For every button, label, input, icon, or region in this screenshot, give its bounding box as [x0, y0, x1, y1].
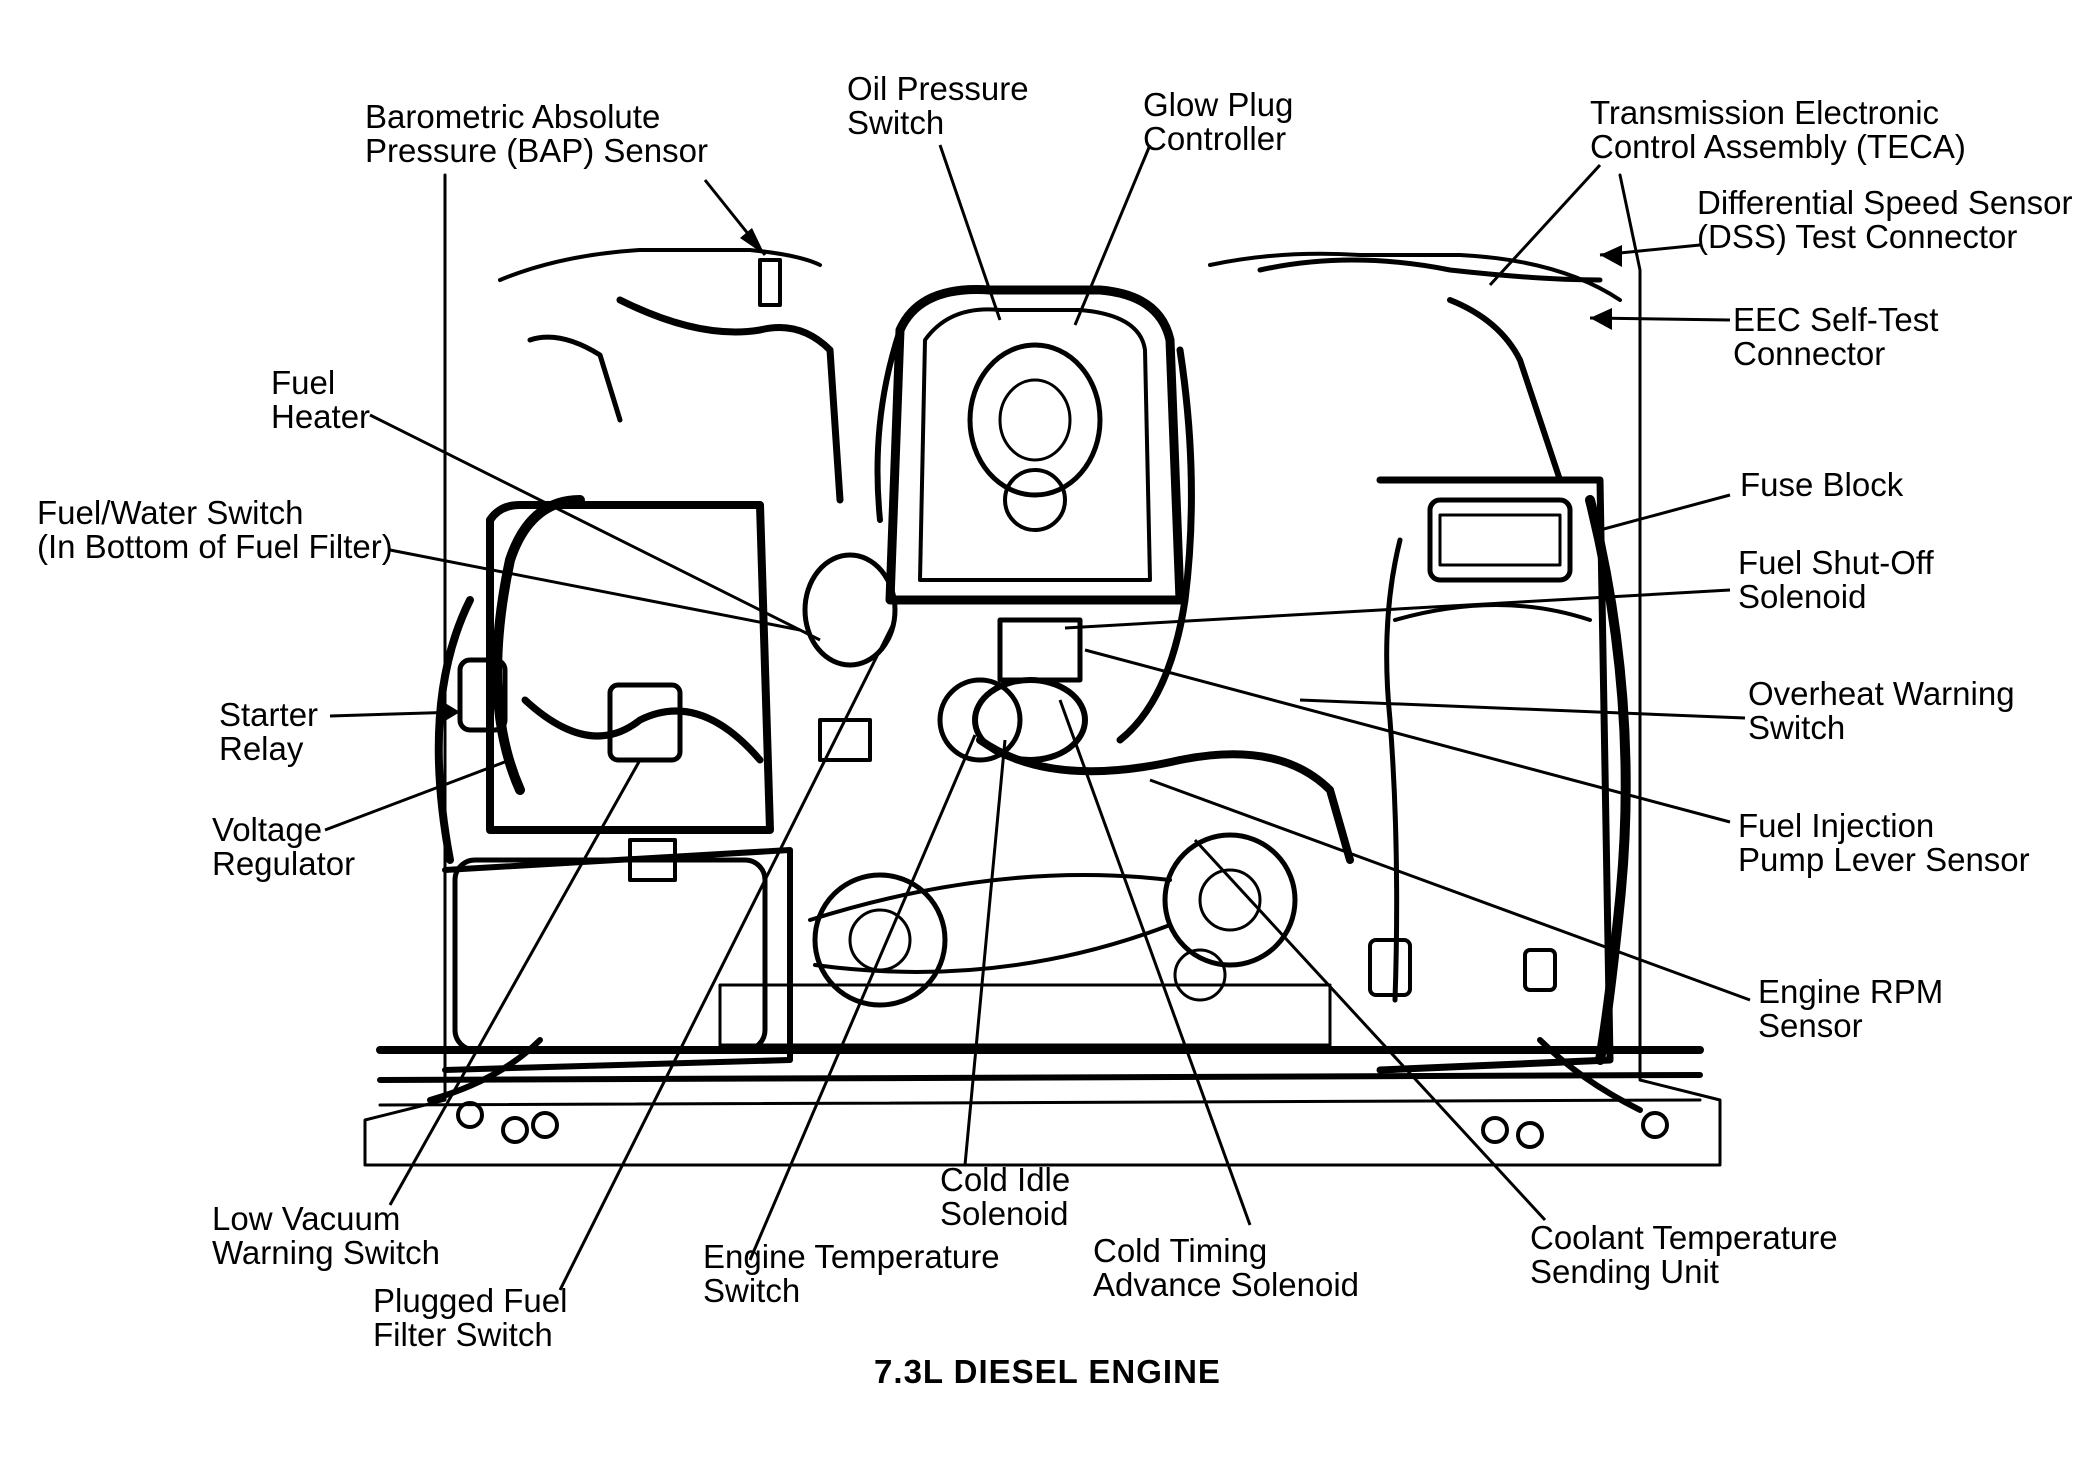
- label-cold-timing-advance-solenoid: Cold Timing Advance Solenoid: [1093, 1232, 1360, 1303]
- diagram-title: 7.3L DIESEL ENGINE: [874, 1353, 1221, 1390]
- label-glow-plug-controller: Glow Plug Controller: [1143, 86, 1294, 157]
- label-fuel-heater: Fuel Heater: [271, 364, 371, 435]
- label-engine-temperature-switch: Engine Temperature Switch: [703, 1238, 1000, 1309]
- label-dss-test-connector: Differential Speed Sensor (DSS) Test Con…: [1697, 184, 2073, 255]
- label-overheat-warning-switch: Overheat Warning Switch: [1748, 675, 2015, 746]
- label-bap-sensor: Barometric Absolute Pressure (BAP) Senso…: [365, 98, 708, 169]
- label-fuse-block: Fuse Block: [1740, 466, 1904, 503]
- label-voltage-regulator: Voltage Regulator: [212, 811, 356, 882]
- label-fuel-injection-pump-lever-sensor: Fuel Injection Pump Lever Sensor: [1738, 807, 2030, 878]
- label-eec-self-test-connector: EEC Self-Test Connector: [1733, 301, 1939, 372]
- label-cold-idle-solenoid: Cold Idle Solenoid: [940, 1161, 1071, 1232]
- label-plugged-fuel-filter-switch: Plugged Fuel Filter Switch: [373, 1282, 568, 1353]
- label-starter-relay: Starter Relay: [219, 696, 319, 767]
- engine-compartment-drawing: [363, 173, 1722, 1167]
- leader-lines: [324, 144, 1751, 1291]
- label-low-vacuum-warning-switch: Low Vacuum Warning Switch: [212, 1200, 441, 1271]
- arrowheads: [440, 228, 1622, 724]
- label-fuel-shutoff-solenoid: Fuel Shut-Off Solenoid: [1738, 544, 1934, 615]
- label-teca: Transmission Electronic Control Assembly…: [1590, 94, 1966, 165]
- label-oil-pressure-switch: Oil Pressure Switch: [847, 70, 1029, 141]
- label-fuel-water-switch: Fuel/Water Switch (In Bottom of Fuel Fil…: [37, 494, 393, 565]
- label-coolant-temperature-sending-unit: Coolant Temperature Sending Unit: [1530, 1219, 1838, 1290]
- label-engine-rpm-sensor: Engine RPM Sensor: [1758, 973, 1944, 1044]
